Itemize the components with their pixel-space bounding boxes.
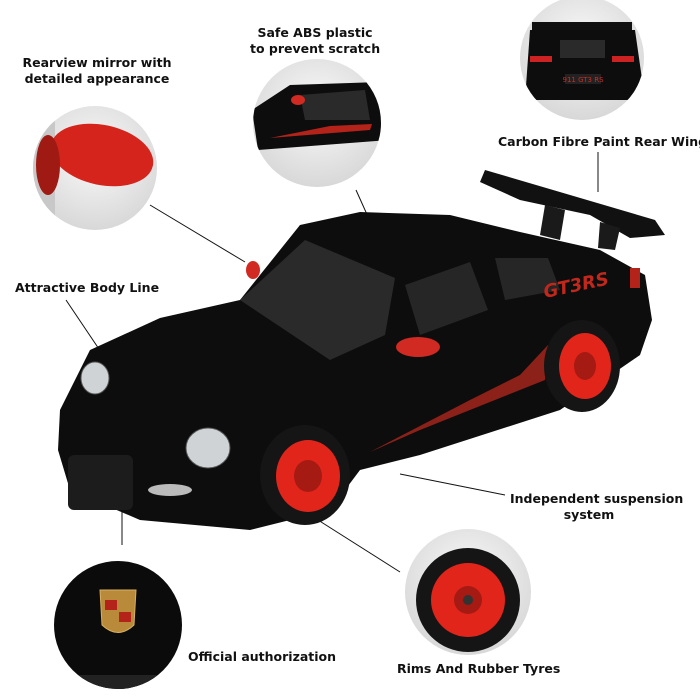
front-wheel <box>260 425 350 525</box>
rear-plate: 911 GT3 RS <box>562 76 604 84</box>
abs-plastic-label: Safe ABS plastic to prevent scratch <box>250 25 380 57</box>
logo-detail-circle <box>54 561 182 689</box>
mirror-label-line2: detailed appearance <box>24 71 170 86</box>
mirror-detail-circle <box>33 106 157 230</box>
abs-plastic-detail-circle <box>253 59 381 187</box>
rear-wing-detail-circle: 911 GT3 RS <box>520 0 644 120</box>
abs-label-line1: Safe ABS plastic <box>257 25 373 40</box>
suspension-label: Independent suspension system <box>510 491 684 523</box>
rims-label: Rims And Rubber Tyres <box>397 661 561 676</box>
main-car: GT3RS <box>58 170 665 530</box>
rear-wheel <box>544 320 620 412</box>
mirror-label-line1: Rearview mirror with <box>22 55 172 70</box>
abs-label-line2: to prevent scratch <box>250 41 381 56</box>
body-line-label: Attractive Body Line <box>15 280 160 295</box>
rims-detail-circle <box>405 529 531 655</box>
authorization-label: Official authorization <box>188 649 337 664</box>
suspension-label-line1: Independent suspension <box>510 491 684 506</box>
mirror-label: Rearview mirror with detailed appearance <box>22 55 172 87</box>
rear-wing-label: Carbon Fibre Paint Rear Wing <box>498 134 700 149</box>
suspension-label-line2: system <box>563 507 615 522</box>
